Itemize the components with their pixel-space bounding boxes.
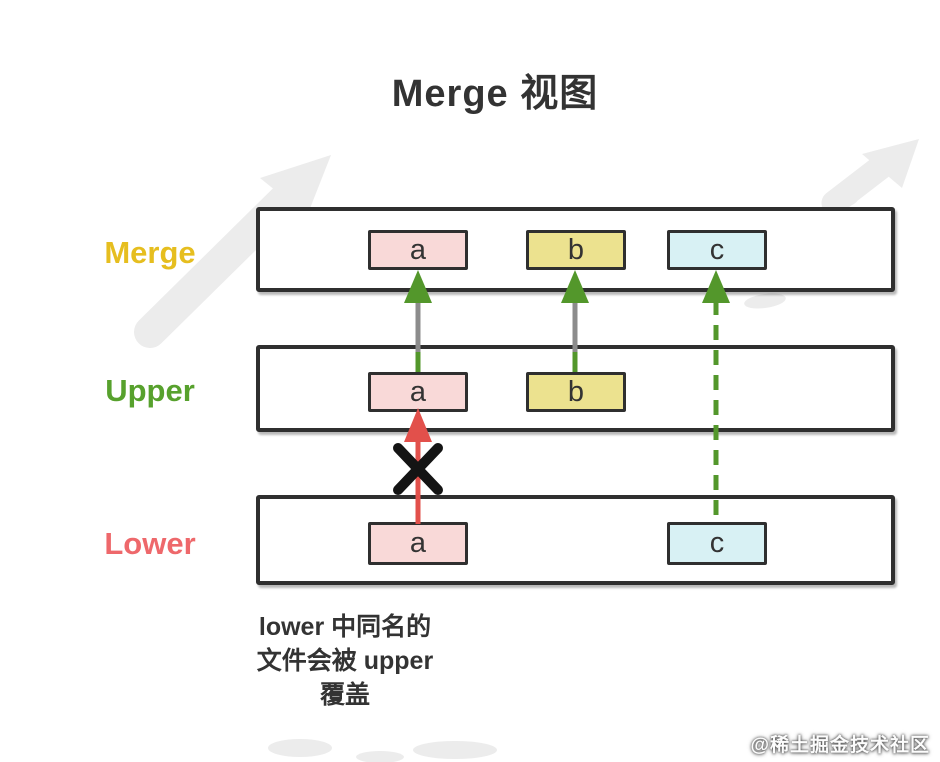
file-box-lower-c: c: [667, 522, 767, 565]
label-merge: Merge: [104, 235, 196, 270]
watermark: @稀土掘金技术社区: [750, 735, 930, 756]
file-label: c: [709, 527, 725, 559]
file-label: b: [567, 375, 585, 408]
file-label: c: [709, 233, 725, 266]
right-hand-arrow-icon: [821, 139, 919, 216]
file-box-merge-c: c: [667, 230, 767, 270]
caption-line-1: lower 中同名的: [258, 613, 432, 641]
file-box-upper-b: b: [526, 372, 626, 412]
x-cross-icon: [393, 443, 443, 495]
caption-line-2: 文件会被 upper: [256, 647, 434, 675]
smudge-mark: [268, 739, 332, 757]
diagram-title: Merge 视图: [391, 73, 599, 115]
file-box-lower-a: a: [368, 522, 468, 565]
smudge-mark: [356, 751, 404, 762]
smudge-mark: [744, 293, 786, 309]
smudge-mark: [413, 741, 497, 759]
caption-line-3: 覆盖: [319, 681, 370, 709]
file-label: a: [409, 375, 427, 408]
file-box-merge-a: a: [368, 230, 468, 270]
label-upper: Upper: [105, 373, 195, 408]
file-label: a: [409, 233, 427, 266]
file-box-upper-a: a: [368, 372, 468, 412]
file-label: a: [409, 527, 427, 559]
lower-layer-box: [256, 495, 895, 585]
label-lower: Lower: [104, 526, 196, 561]
file-box-merge-b: b: [526, 230, 626, 270]
caption: lower 中同名的 文件会被 upper 覆盖: [190, 610, 500, 712]
file-label: b: [567, 233, 585, 266]
